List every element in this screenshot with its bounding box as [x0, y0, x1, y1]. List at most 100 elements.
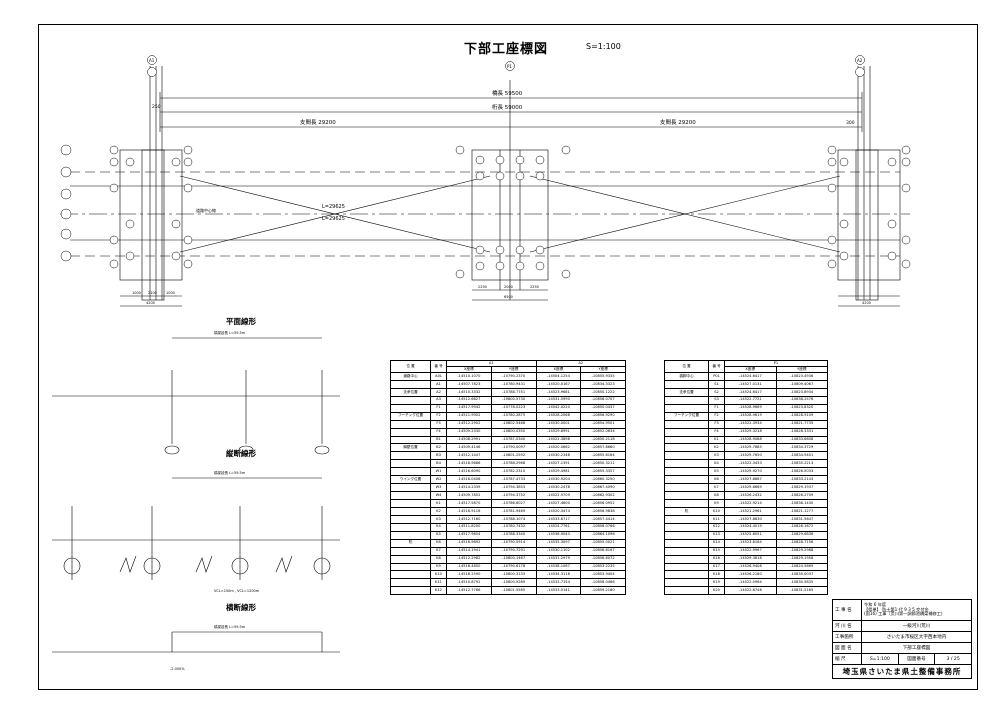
table-cell: -10856.0707 — [580, 395, 626, 405]
table-cell: -10829.1958 — [775, 554, 828, 564]
table-cell: -14517.9942 — [446, 403, 492, 413]
table-cell: -10855.0021 — [580, 538, 626, 548]
table-cell — [390, 467, 431, 477]
table-cell: -14508.2991 — [446, 435, 492, 445]
table-cell: -14511.8200 — [446, 522, 492, 532]
table-cell: S3 — [708, 395, 725, 405]
table-cell: -10802.5468 — [490, 419, 537, 429]
table-cell: -10834.3729 — [775, 443, 828, 453]
table-cell: K8 — [430, 554, 447, 564]
table-cell: -14516.4850 — [446, 562, 492, 572]
table-cell: -14524.6417 — [724, 372, 777, 381]
table-cell: B1 — [430, 435, 447, 445]
table-cell: -10850.0437 — [580, 403, 626, 413]
drawing-scale: S=1:100 — [586, 42, 621, 51]
table-cell: -10855.3357 — [580, 467, 626, 477]
table-cell — [390, 522, 431, 532]
table-cell: -14530.0001 — [535, 419, 582, 429]
table-row: K9-14522.9214-10836.1430 — [664, 499, 828, 508]
table-cell: フーチング位置 — [390, 411, 431, 421]
table-cell: 胸壁位置 — [390, 443, 431, 453]
table-cell: -10790.0097 — [490, 443, 537, 453]
table-cell: -10831.5647 — [775, 514, 828, 524]
table-cell: -10823.8934 — [775, 387, 828, 397]
table-row: W1-14516.6090-10782.2310-14529.4981-1085… — [390, 467, 626, 477]
table-cell — [664, 554, 709, 564]
table-cell: -10853.2235 — [580, 562, 626, 572]
table-cell: -14512.2902 — [446, 419, 492, 429]
table-cell: K10 — [708, 506, 725, 516]
table-cell — [664, 578, 709, 588]
table-cell — [390, 451, 431, 461]
table-row: K19-14522.0964-10830.5835 — [664, 578, 828, 588]
table-cell — [664, 443, 709, 453]
table-cell: -14512.2982 — [446, 554, 492, 564]
table-cell: F1 — [708, 403, 725, 413]
table-cell: -14512.1447 — [446, 451, 492, 461]
table-cell: -10823.4936 — [775, 372, 828, 381]
table-cell: W4 — [430, 491, 447, 500]
table-cell: K11 — [708, 514, 725, 524]
table-cell: 支承位置 — [664, 387, 709, 397]
table-cell: K3 — [430, 514, 447, 524]
table-cell: -10781.9469 — [490, 506, 537, 516]
table-cell — [390, 419, 431, 429]
table-cell: -10856.9838 — [580, 506, 626, 516]
table-cell: K9 — [708, 499, 725, 508]
table-cell: A0L — [430, 372, 447, 381]
table-cell: B2 — [430, 443, 447, 453]
table-cell — [390, 459, 431, 469]
drawing-title: 下部工座標図 — [464, 42, 549, 57]
table-cell: -14516.6090 — [446, 467, 492, 477]
table-cell: K18 — [708, 570, 725, 580]
cross-alignment-title: 横断線形 — [226, 602, 256, 612]
table-cell: -10800.0350 — [490, 427, 537, 437]
table-cell: K12 — [708, 522, 725, 532]
cross-note: 橋梁延長 L=59.5m — [214, 624, 246, 629]
table-cell: 橋脚中心 — [664, 372, 709, 381]
table-cell: -14520.0662 — [535, 443, 582, 453]
table-cell: -14512.7766 — [446, 586, 492, 596]
table-cell: B4 — [430, 459, 447, 469]
table-cell: -10778.0223 — [490, 403, 537, 413]
table-cell: -10788.1074 — [490, 514, 537, 524]
table-p-header-position: 位 置 — [664, 360, 709, 373]
table-cell: -10800.1467 — [490, 554, 537, 564]
table-cell: 杭 — [664, 506, 709, 516]
table-row: K8-14526.2432-10826.2709 — [664, 491, 828, 500]
table-cell: F4 — [708, 427, 725, 437]
table-cell: -14529.4981 — [535, 467, 582, 477]
table-cell — [390, 530, 431, 540]
table-row: K11-14527.8830-10831.5647 — [664, 514, 828, 524]
table-cell: 杭 — [390, 538, 431, 548]
table-cell: -10826.1672 — [775, 522, 828, 532]
a1-bubble-label: A1 — [149, 58, 155, 63]
pier-dim-3: 2250 — [530, 285, 539, 289]
table-row: K3-14512.7160-10788.1074-14533.6717-1085… — [390, 514, 626, 524]
office-name: 埼玉県さいたま県土整備事務所 — [832, 664, 972, 679]
sub-dim-2: 2100 — [148, 291, 157, 295]
table-row: A1-14507.7823-10780.9431-14520.0167-1083… — [390, 379, 626, 389]
table-cell: K8 — [708, 491, 725, 500]
table-cell — [664, 514, 709, 524]
table-cell: K7 — [430, 546, 447, 556]
table-cell — [390, 586, 431, 596]
table-cell: -10787.0340 — [490, 435, 537, 445]
table-cell — [664, 451, 709, 461]
table-cell: K16 — [708, 554, 725, 564]
table-cell: -14528.9669 — [724, 403, 777, 413]
table-cell: -14523.9681 — [535, 387, 582, 397]
table-row: K16-14529.3618-10829.1958 — [664, 554, 828, 564]
table-cell: -10854.9501 — [580, 419, 626, 429]
table-cell — [664, 475, 709, 485]
table-cell: F1 — [430, 403, 447, 413]
centerline-label: 道路中心線 — [196, 207, 216, 213]
table-cell: ウイング位置 — [390, 475, 431, 485]
table-cell: -14530.9204 — [535, 475, 582, 485]
table-row: K3-14529.7650-10834.9401 — [664, 451, 828, 461]
table-cell: P0L — [708, 372, 725, 381]
